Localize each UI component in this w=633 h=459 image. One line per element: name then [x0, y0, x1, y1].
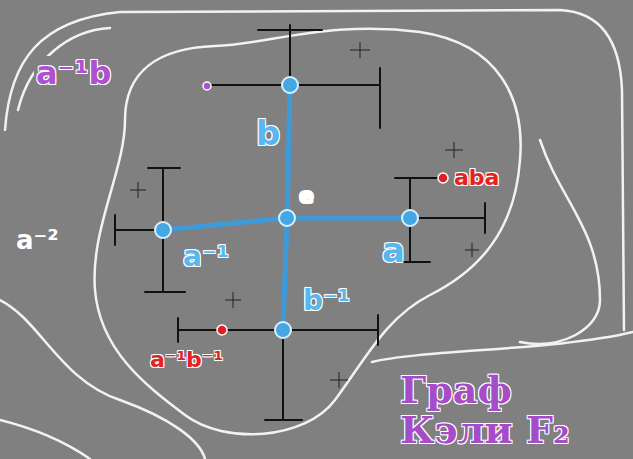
decor-stroke — [0, 300, 205, 459]
diagram-title: Граф Кэли F₂ — [396, 368, 619, 452]
element-label: a⁻² — [14, 226, 61, 255]
vertex-dot: a — [401, 209, 419, 227]
vertex-dot: b⁻¹ — [274, 321, 292, 339]
decor-stroke — [377, 315, 379, 345]
graph-edge — [283, 227, 286, 321]
vertex-dot — [203, 82, 211, 90]
element-label: aba — [452, 166, 501, 190]
vertex-dot: e — [278, 209, 296, 227]
graph-edge — [172, 219, 278, 229]
vertex-label: a — [380, 232, 407, 269]
vertex-dot — [438, 173, 448, 183]
decor-stroke — [5, 10, 624, 330]
decor-stroke — [130, 42, 479, 388]
contour-lines — [0, 10, 633, 459]
decor-stroke — [145, 291, 185, 293]
vertex-label: b — [254, 115, 282, 152]
edge-line — [283, 227, 286, 321]
vertex-dot: a⁻¹ — [154, 221, 172, 239]
decor-stroke — [148, 167, 180, 169]
decor-stroke — [258, 29, 322, 31]
decor-stroke — [379, 68, 381, 128]
edge-line — [287, 94, 290, 209]
vertex-dot — [217, 325, 227, 335]
decor-stroke — [372, 332, 633, 362]
vertex-dot: b — [281, 76, 299, 94]
decor-stroke — [484, 203, 486, 233]
element-label: a⁻¹b — [34, 56, 113, 91]
decor-stroke — [282, 330, 284, 420]
vertex-label: e — [297, 184, 316, 208]
graph-edge — [287, 94, 290, 209]
decor-stroke — [265, 419, 302, 421]
decor-stroke — [177, 318, 179, 342]
decor-stroke — [410, 217, 485, 219]
decor-stroke — [0, 420, 90, 459]
vertex-label: a⁻¹ — [181, 242, 231, 273]
edge-line — [172, 219, 278, 229]
graph-edge — [296, 218, 401, 219]
edge-line — [296, 216, 401, 221]
decor-stroke — [395, 177, 442, 179]
decor-stroke — [520, 140, 600, 344]
branch-lines — [115, 25, 485, 420]
element-label: a⁻¹b⁻¹ — [148, 348, 225, 372]
vertex-label: b⁻¹ — [301, 286, 352, 317]
tiny-branches — [130, 42, 479, 388]
decor-stroke — [114, 215, 116, 245]
